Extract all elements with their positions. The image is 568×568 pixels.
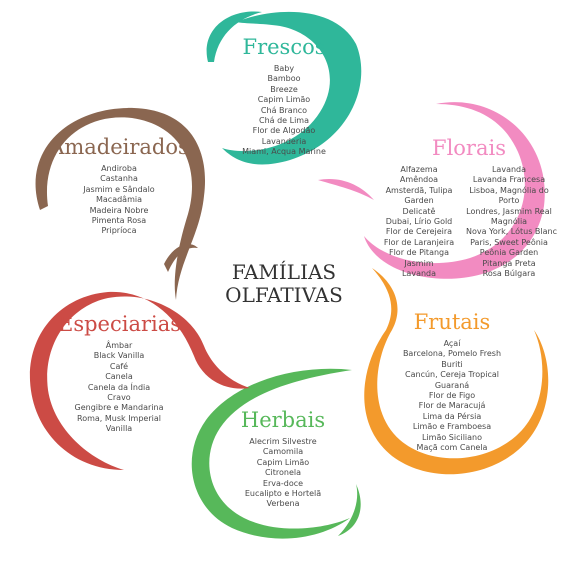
list-item: Gengibre e Mandarina: [74, 403, 164, 413]
list-item: Bamboo: [267, 74, 301, 84]
list-item: Black Vanilla: [93, 351, 145, 361]
frescos-swirl: [222, 11, 362, 165]
list-item: Jasmim: [404, 258, 434, 268]
list-item: Barcelona, Pomelo Fresh: [402, 349, 502, 359]
list-item: Roma, Musk Imperial: [77, 413, 161, 423]
family-amadeirados: Amadeirados Andiroba Castanha Jasmim e S…: [48, 134, 190, 237]
especiarias-swirl: [29, 291, 250, 470]
list-item: Amsterdã, Tulipa: [385, 185, 453, 195]
list-item: Flor de Pitanga: [388, 248, 450, 258]
family-frescos-title: Frescos: [242, 35, 326, 59]
list-item: Magnólia: [490, 217, 528, 227]
list-item: Lavanderia: [261, 136, 307, 146]
list-item: Porto: [498, 196, 520, 206]
family-florais-list-left: Alfazema Amêndoa Amsterdã, Tulipa Garden…: [376, 165, 462, 279]
family-frutais: Frutais Açaí Barcelona, Pomelo Fresh Bur…: [367, 309, 537, 453]
florais-swirl-tail: [318, 178, 374, 200]
list-item: Andiroba: [101, 164, 137, 173]
list-item: Chá Branco: [260, 105, 308, 115]
list-item: Macadâmia: [95, 195, 142, 205]
herbais-swirl: [191, 368, 352, 539]
list-item: Capim Limão: [256, 457, 310, 467]
list-item: Eucalipto e Hortelã: [244, 489, 322, 499]
list-item: Lima da Pérsia: [422, 411, 482, 421]
family-frescos: Frescos Baby Bamboo Breeze Capim Limão C…: [218, 34, 350, 158]
list-item: Pimenta Rosa: [91, 216, 147, 226]
list-item: Vanilla: [105, 424, 133, 434]
list-item: Amêndoa: [399, 175, 439, 185]
amadeirados-swirl-tail: [164, 244, 198, 272]
family-frutais-title: Frutais: [413, 310, 491, 334]
family-florais-title: Florais: [432, 136, 506, 160]
list-item: Jasmim e Sândalo: [83, 184, 155, 194]
list-item: Capim Limão: [257, 95, 311, 105]
list-item: Madeira Nobre: [89, 205, 149, 215]
list-item: Castanha: [100, 174, 138, 184]
family-frescos-list: Baby Bamboo Breeze Capim Limão Chá Branc…: [218, 64, 350, 158]
list-item: Breeze: [270, 84, 298, 94]
list-item: Maçã com Canela: [416, 443, 488, 453]
family-amadeirados-title: Amadeirados: [49, 135, 189, 159]
list-item: Flor de Algodão: [252, 126, 316, 136]
list-item: Cravo: [107, 393, 131, 403]
list-item: Peônia Garden: [479, 248, 539, 258]
list-item: Cancún, Cereja Tropical: [405, 370, 499, 380]
family-especiarias-title: Especiarias: [58, 312, 182, 336]
list-item: Alfazema: [400, 165, 438, 174]
herbais-swirl-tail: [338, 484, 361, 536]
list-item: Canela: [105, 372, 133, 382]
list-item: Erva-doce: [262, 478, 304, 488]
list-item: Café: [109, 361, 129, 371]
list-item: Miami, Acqua Marine: [242, 147, 326, 157]
family-especiarias: Especiarias Âmbar Black Vanilla Café Can…: [58, 311, 182, 435]
list-item: Rosa Búlgara: [482, 269, 536, 279]
list-item: Pitanga Preta: [482, 258, 536, 268]
list-item: Flor de Figo: [428, 391, 476, 401]
list-item: Lavanda: [401, 269, 437, 279]
diagram-title-line2: OLFATIVAS: [225, 283, 343, 307]
list-item: Camomila: [262, 447, 304, 457]
list-item: Limão e Framboesa: [412, 422, 492, 432]
list-item: Nova York, Lótus Blanc: [466, 227, 557, 237]
list-item: Verbena: [266, 499, 300, 509]
list-item: Buriti: [441, 359, 463, 369]
list-item: Londres, Jasmim Real: [466, 206, 552, 216]
family-herbais-title: Herbais: [240, 408, 326, 432]
list-item: Citronela: [264, 468, 302, 478]
list-item: Delicatê: [402, 206, 436, 216]
family-herbais: Herbais Alecrim Silvestre Camomila Capim…: [215, 407, 351, 510]
family-florais-columns: Alfazema Amêndoa Amsterdã, Tulipa Garden…: [376, 165, 557, 279]
list-item: Alecrim Silvestre: [249, 437, 317, 446]
list-item: Guaraná: [434, 380, 470, 390]
list-item: Garden: [404, 196, 434, 206]
family-florais: Florais Alfazema Amêndoa Amsterdã, Tulip…: [376, 135, 557, 279]
list-item: Limão Siciliano: [421, 432, 483, 442]
list-item: Paris, Sweet Peônia: [470, 237, 548, 247]
list-item: Flor de Cerejeira: [385, 227, 453, 237]
list-item: Lavanda: [491, 165, 527, 174]
list-item: Canela da Índia: [87, 382, 151, 392]
family-amadeirados-list: Andiroba Castanha Jasmim e Sândalo Macad…: [48, 164, 190, 237]
list-item: Chá de Lima: [258, 116, 310, 126]
list-item: Lisboa, Magnólia do: [469, 185, 549, 195]
list-item: Flor de Maracujá: [418, 401, 486, 411]
list-item: Lavanda Francesa: [472, 175, 546, 185]
list-item: Açaí: [443, 339, 461, 348]
list-item: Dubai, Lírio Gold: [385, 217, 453, 227]
frescos-swirl-tail: [206, 11, 262, 62]
list-item: Âmbar: [105, 341, 133, 350]
list-item: Flor de Laranjeira: [383, 237, 455, 247]
family-florais-list-right: Lavanda Lavanda Francesa Lisboa, Magnóli…: [466, 165, 557, 279]
family-frutais-list: Açaí Barcelona, Pomelo Fresh Buriti Canc…: [367, 339, 537, 453]
list-item: Baby: [273, 64, 295, 73]
diagram-title: FAMÍLIAS OLFATIVAS: [195, 261, 373, 307]
diagram-title-line1: FAMÍLIAS: [231, 260, 337, 284]
list-item: Pripríoca: [101, 226, 137, 236]
family-especiarias-list: Âmbar Black Vanilla Café Canela Canela d…: [58, 341, 180, 435]
family-herbais-list: Alecrim Silvestre Camomila Capim Limão C…: [215, 437, 351, 510]
